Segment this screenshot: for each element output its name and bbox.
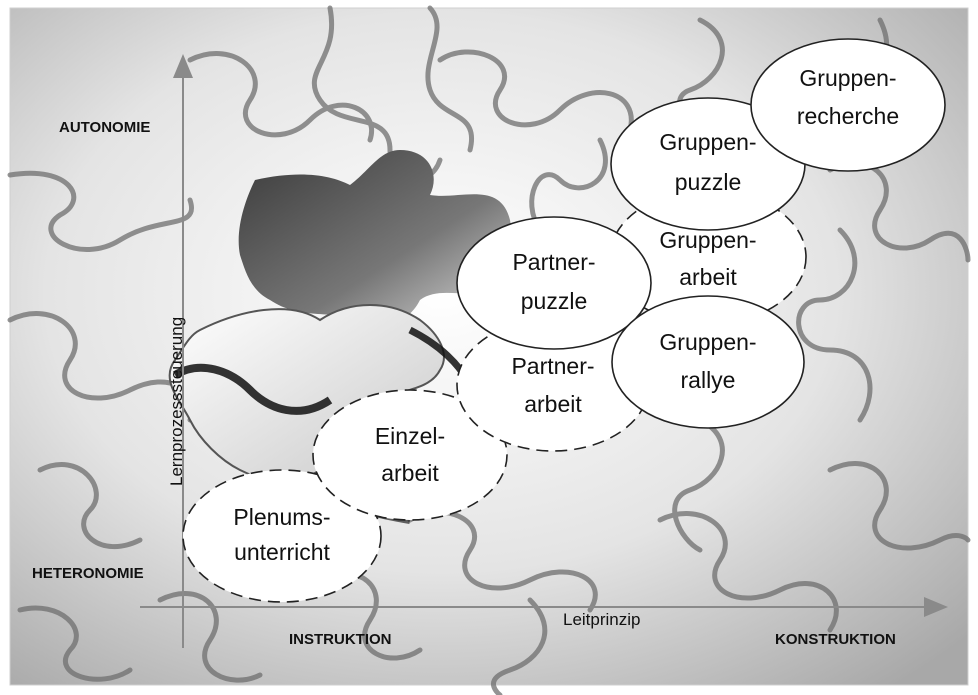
oval-label: arbeit: [381, 460, 439, 486]
oval-label: arbeit: [679, 264, 737, 290]
heteronomie-label: HETERONOMIE: [32, 565, 144, 582]
oval-label: arbeit: [524, 391, 582, 417]
oval-label: Gruppen-: [659, 129, 756, 155]
method-oval-plenumsunterricht: Plenums- unterricht: [182, 469, 382, 603]
konstruktion-label: KONSTRUKTION: [775, 631, 896, 648]
method-oval-gruppenrallye: Gruppen- rallye: [611, 295, 805, 429]
autonomie-label: AUTONOMIE: [59, 119, 150, 136]
method-oval-einzelarbeit: Einzel- arbeit: [312, 389, 508, 521]
x-axis-title: Leitprinzip: [563, 610, 641, 629]
oval-label: Einzel-: [375, 423, 445, 449]
oval-label: rallye: [681, 367, 736, 393]
oval-label: puzzle: [675, 169, 741, 195]
oval-label: unterricht: [234, 539, 330, 565]
oval-label: Gruppen-: [799, 65, 896, 91]
oval-label: puzzle: [521, 288, 587, 314]
puzzle-hole: [238, 150, 512, 324]
method-oval-gruppenrecherche: Gruppen- recherche: [750, 38, 946, 172]
oval-label: Gruppen-: [659, 329, 756, 355]
oval-label: Plenums-: [233, 504, 330, 530]
method-oval-gruppenpuzzle: Gruppen- puzzle: [610, 97, 806, 231]
instruktion-label: INSTRUKTION: [289, 631, 392, 648]
oval-label: Partner-: [511, 353, 594, 379]
oval-label: Gruppen-: [659, 227, 756, 253]
y-axis-title: Lernprozesssteuerung: [167, 317, 186, 486]
oval-label: recherche: [797, 103, 899, 129]
oval-label: Partner-: [512, 249, 595, 275]
method-oval-partnerpuzzle: Partner- puzzle: [456, 216, 652, 350]
